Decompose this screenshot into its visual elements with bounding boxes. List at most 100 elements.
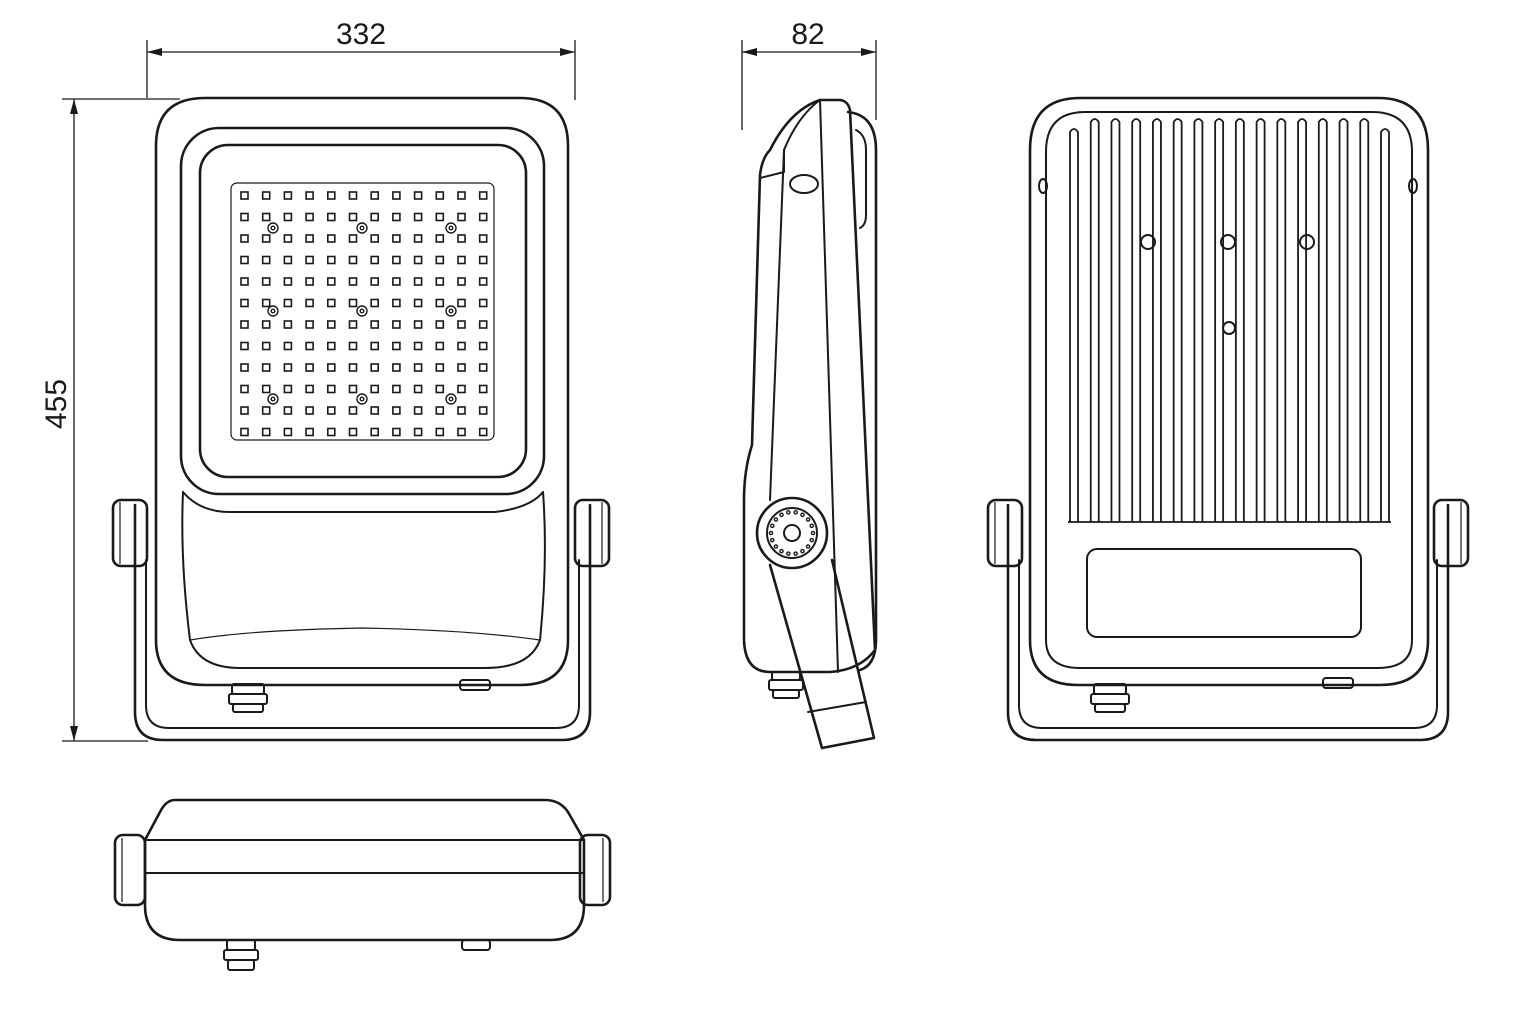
led-chip [348,298,358,308]
dimension-height: 455 [40,98,180,742]
led-chip [370,427,380,437]
led-chip [392,320,401,329]
heatsink-fin [1193,118,1204,522]
pivot-tooth [793,551,798,556]
led-chip [326,320,336,329]
led-chip [370,384,380,394]
led-chip [305,406,314,415]
lens-marker [356,305,368,317]
pivot-tooth [779,548,784,554]
led-chip [370,234,380,243]
led-chip [457,298,466,308]
pivot-tooth [800,512,805,518]
led-chip [326,191,336,200]
lens-marker [267,222,279,234]
pivot-tooth [800,548,805,554]
led-chip [283,255,293,265]
led-chip [370,277,380,286]
led-chip [478,255,488,265]
led-chip [261,363,271,372]
led-chip [240,277,249,286]
led-chip [435,234,445,243]
led-chip [478,234,488,243]
back-cable-gland [1090,683,1130,713]
lens-marker-center [448,225,454,231]
led-chip [348,406,358,415]
lens-markers [267,222,457,405]
led-chip [240,298,249,308]
dimension-depth-label: 82 [791,18,824,51]
led-chip [413,191,423,200]
led-chip [348,427,358,437]
heatsink-fin [1069,128,1079,522]
led-chip [457,406,466,415]
led-chip [413,363,423,372]
led-chip [478,298,488,308]
led-chip [413,406,423,415]
led-chip [478,427,488,437]
led-chip [305,320,314,329]
led-chip [261,277,271,286]
led-chip [370,363,380,372]
heatsink-fin [1214,118,1225,522]
led-chip [240,427,249,437]
led-chip [261,406,271,415]
led-chip [326,277,336,286]
led-chip [457,427,466,437]
led-chip [283,363,293,372]
cable-gland [228,683,268,713]
heatsink-fin [1152,118,1162,522]
led-chip [478,363,488,372]
led-chip [392,234,401,243]
led-chip [348,363,358,372]
dimension-depth: 82 [741,18,877,130]
led-chip [283,341,293,351]
pivot-tooth [805,517,811,522]
led-chip [261,191,271,200]
led-chip [326,384,336,394]
mounting-holes [1140,234,1315,335]
lens-marker-center [359,225,365,231]
heatsink-fin [1359,118,1370,522]
heatsink-fin [1110,118,1121,522]
led-chip [370,191,380,200]
led-chip [240,406,249,415]
led-chip [240,234,249,243]
lens-marker [356,222,368,234]
lens-marker-center [359,396,365,402]
lens-marker-center [270,308,276,314]
pivot-tooth [773,544,779,549]
led-chip [478,320,488,329]
led-chip [435,363,445,372]
led-chip [435,341,445,351]
led-chip [413,212,423,222]
led-chip [261,212,271,222]
led-chip [326,341,336,351]
led-chip [457,277,466,286]
led-chip [478,191,488,200]
led-chip [435,277,445,286]
led-chip [326,212,336,222]
led-chip [392,427,401,437]
led-chip [478,341,488,351]
dimension-height-label: 455 [40,379,73,429]
pivot-tooth [810,530,816,536]
led-chip [283,427,293,437]
led-chip [392,384,401,394]
lens-marker-center [448,308,454,314]
led-chip [348,255,358,265]
led-chip [348,234,358,243]
led-chip [478,384,488,394]
led-chip [326,427,336,437]
led-chip [413,384,423,394]
led-chip [435,427,445,437]
lens-marker [267,305,279,317]
lens-marker-center [448,396,454,402]
led-chip [392,255,401,265]
led-chip [326,406,336,415]
led-chip [457,320,466,329]
led-chip [261,320,271,329]
led-chip [348,191,358,200]
led-chip [457,363,466,372]
led-chip [283,277,293,286]
